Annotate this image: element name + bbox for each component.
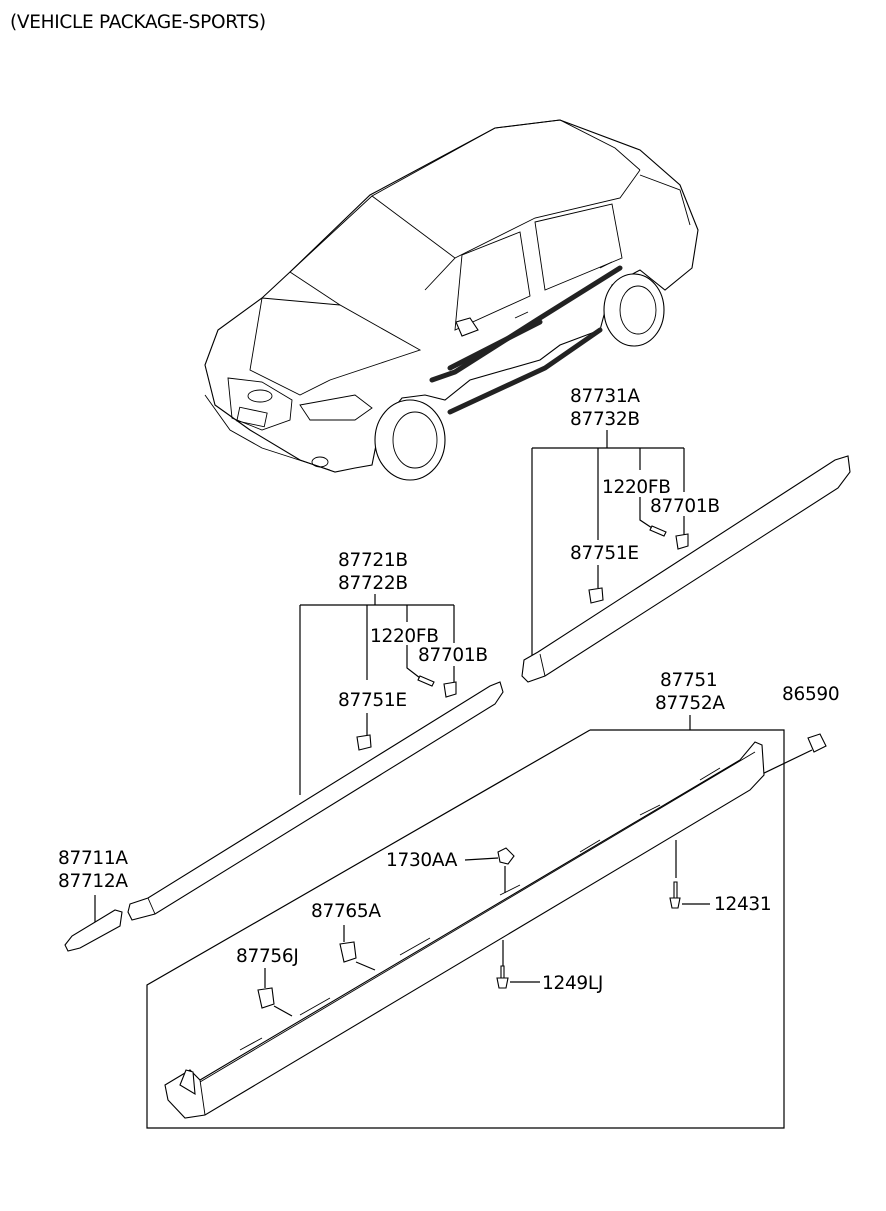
label-1730AA: 1730AA [386, 850, 458, 871]
fender-moulding [64, 909, 123, 952]
grommet-86590 [807, 733, 827, 753]
label-87722B: 87722B [338, 573, 408, 594]
rear-door-moulding [521, 455, 851, 683]
label-87751: 87751 [660, 670, 717, 691]
rear-door-moulding-group: 87731A 87732B 1220FB 87701B 87751E [521, 386, 851, 683]
clip-87701B-rear [675, 533, 689, 550]
label-87765A: 87765A [311, 901, 381, 922]
diagram-title: (VEHICLE PACKAGE-SPORTS) [10, 12, 266, 33]
clip-87701B-front [443, 681, 457, 698]
front-door-moulding [127, 681, 504, 921]
label-87701B-rear: 87701B [650, 496, 720, 517]
clip-87751E-rear [588, 587, 604, 604]
label-1220FB-front: 1220FB [370, 626, 439, 647]
side-sill [164, 741, 765, 1119]
clip-87751E-front [356, 734, 372, 751]
label-87731A: 87731A [570, 386, 640, 407]
label-1249LJ: 1249LJ [542, 973, 603, 994]
fender-moulding-group: 87711A 87712A [58, 848, 129, 952]
label-87756J: 87756J [236, 946, 299, 967]
label-87712A: 87712A [58, 871, 128, 892]
label-87711A: 87711A [58, 848, 128, 869]
screw-1249LJ [496, 965, 509, 989]
label-86590: 86590 [782, 684, 839, 705]
car-illustration [204, 119, 699, 481]
label-87751E-front: 87751E [338, 690, 407, 711]
label-87751E-rear: 87751E [570, 543, 639, 564]
clip-87756J [257, 987, 275, 1009]
label-87701B-front: 87701B [418, 645, 488, 666]
label-87752A: 87752A [655, 693, 725, 714]
screw-1220FB-rear [649, 525, 667, 537]
screw-1220FB-front [417, 675, 435, 687]
label-87732B: 87732B [570, 409, 640, 430]
label-87721B: 87721B [338, 550, 408, 571]
label-1220FB-rear: 1220FB [602, 477, 671, 498]
clip-1730AA [497, 847, 515, 865]
screw-12431 [669, 881, 681, 909]
label-12431: 12431 [714, 894, 771, 915]
side-sill-group: 87751 87752A 86590 1730AA 12431 87765A 8… [146, 670, 840, 1129]
front-door-moulding-group: 87721B 87722B 1220FB 87701B 87751E [127, 550, 504, 921]
clip-87765A [339, 941, 357, 963]
